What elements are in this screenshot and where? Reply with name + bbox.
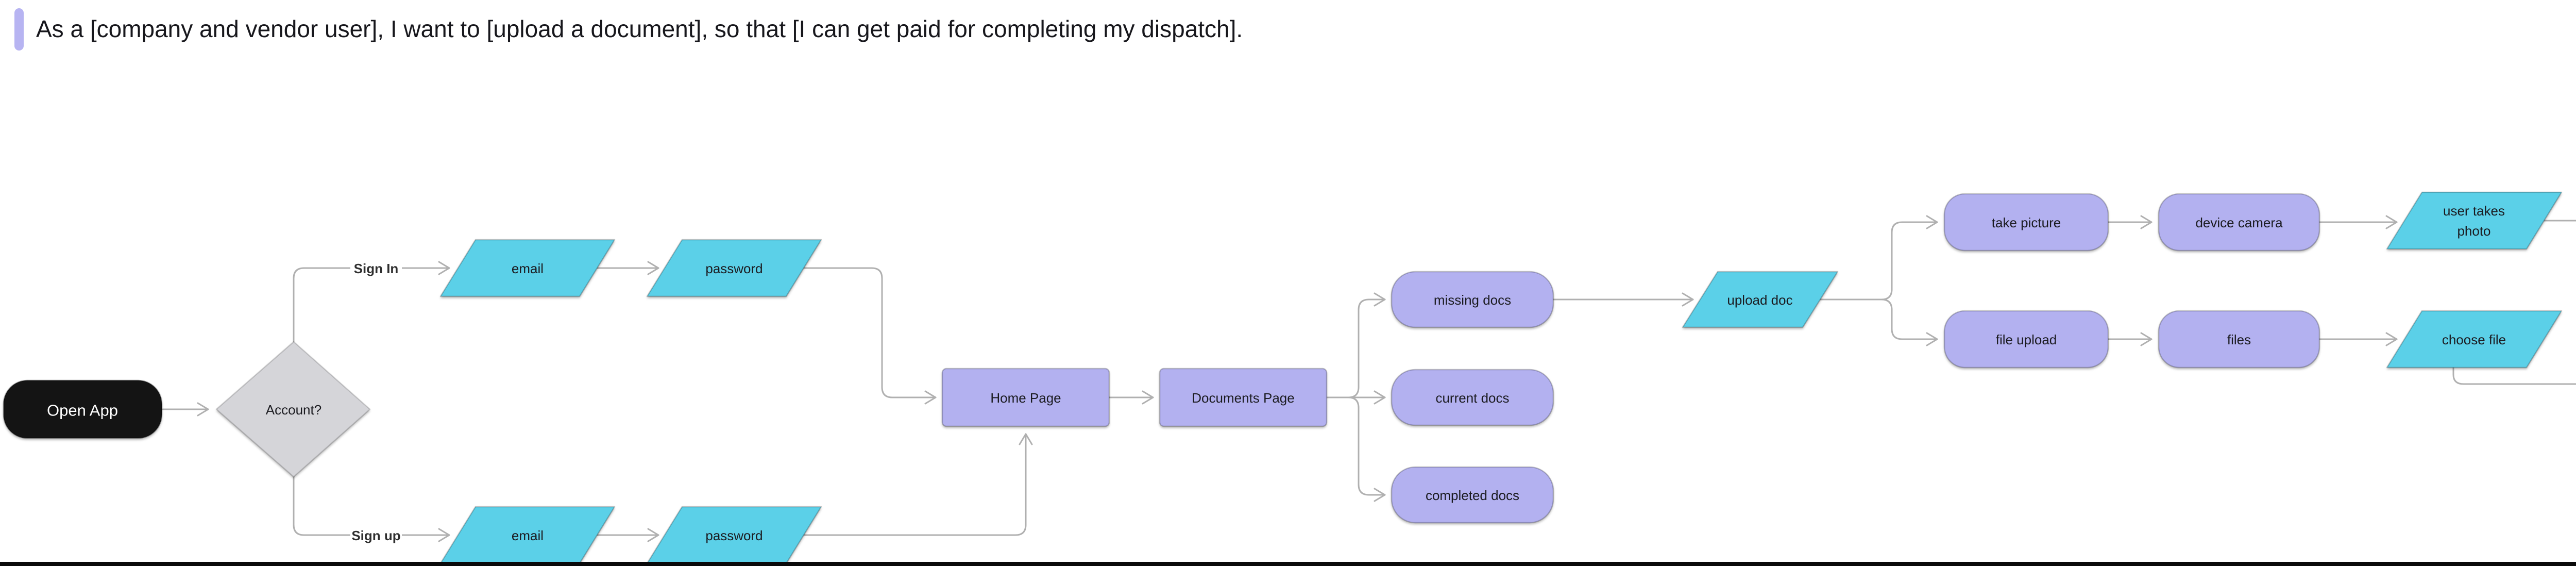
node-upload-doc[interactable]: upload doc: [1682, 271, 1839, 328]
account-diamond[interactable]: [215, 341, 371, 478]
node-label: Account?: [266, 402, 321, 418]
node-signin-password[interactable]: password: [646, 239, 822, 297]
edge-account-to-signin-email: [293, 261, 450, 343]
node-label: upload doc: [1727, 292, 1792, 308]
node-current-docs[interactable]: current docs: [1391, 369, 1554, 426]
edge-choose-file-to-doc-upload: [2452, 367, 2576, 385]
files-pill[interactable]: [2158, 310, 2320, 369]
open-app-pill[interactable]: [3, 379, 163, 439]
node-label: Open App: [47, 402, 118, 420]
story-accent-bar: [14, 8, 24, 51]
edge-signup-password-to-home: [803, 433, 1033, 536]
node-label: Documents Page: [1192, 390, 1294, 406]
node-label: password: [705, 261, 762, 276]
node-missing-docs[interactable]: missing docs: [1391, 271, 1554, 328]
take-picture-pill[interactable]: [1943, 193, 2109, 252]
signin-email-parallelogram[interactable]: [439, 239, 616, 297]
sign-in-label: Sign In: [354, 261, 399, 276]
node-label: photo: [2457, 223, 2490, 239]
node-label: email: [512, 528, 544, 543]
node-signin-email[interactable]: email: [439, 239, 616, 297]
file-upload-pill[interactable]: [1943, 310, 2109, 369]
missing-docs-pill[interactable]: [1391, 271, 1554, 328]
node-completed-docs[interactable]: completed docs: [1391, 466, 1554, 524]
node-device-camera[interactable]: device camera: [2158, 193, 2320, 252]
signin-password-parallelogram[interactable]: [646, 239, 822, 297]
node-signup-email[interactable]: email: [439, 506, 616, 564]
node-file-upload[interactable]: file upload: [1943, 310, 2109, 369]
sign-in-label-backdrop: [350, 259, 402, 277]
node-label: user takes: [2443, 203, 2505, 219]
node-open-app[interactable]: Open App: [3, 379, 163, 439]
node-label: choose file: [2442, 332, 2506, 347]
node-label: Home Page: [990, 390, 1061, 406]
edge-user-takes-photo-to-doc-upload: [2543, 220, 2576, 222]
upload-doc-parallelogram[interactable]: [1682, 271, 1839, 328]
node-account-decision[interactable]: Account?: [215, 341, 371, 478]
node-user-takes-photo[interactable]: user takes photo: [2386, 191, 2563, 250]
node-choose-file[interactable]: choose file: [2386, 310, 2563, 369]
edge-signin-password-to-home: [803, 267, 937, 405]
sign-up-label-backdrop: [350, 526, 402, 544]
edge-upload-doc-to-take-picture: [1819, 215, 1938, 301]
completed-docs-pill[interactable]: [1391, 466, 1554, 524]
node-signup-password[interactable]: password: [646, 506, 822, 564]
home-page-rect[interactable]: [941, 368, 1110, 427]
node-files[interactable]: files: [2158, 310, 2320, 369]
edge-account-to-signup-email: [293, 476, 450, 542]
node-label: missing docs: [1434, 292, 1511, 308]
user-takes-photo-parallelogram[interactable]: [2386, 191, 2563, 250]
node-documents-page[interactable]: Documents Page: [1159, 368, 1328, 427]
node-label: current docs: [1435, 390, 1509, 406]
node-label: take picture: [1992, 215, 2061, 230]
node-label: file upload: [1996, 332, 2057, 347]
choose-file-parallelogram[interactable]: [2386, 310, 2563, 369]
node-home-page[interactable]: Home Page: [941, 368, 1110, 427]
node-label: email: [512, 261, 544, 276]
node-label: files: [2227, 332, 2251, 347]
canvas-bottom-edge: [0, 562, 2576, 566]
edge-label-sign-up: Sign up: [350, 526, 402, 544]
sign-up-label: Sign up: [351, 528, 400, 543]
node-label: device camera: [2195, 215, 2283, 230]
edge-documents-to-completed-docs: [1326, 396, 1386, 502]
node-label: password: [705, 528, 762, 543]
connectors: [162, 215, 2576, 542]
edge-documents-to-missing-docs: [1326, 292, 1386, 398]
documents-page-rect[interactable]: [1159, 368, 1328, 427]
edge-upload-doc-to-file-upload: [1819, 298, 1938, 346]
device-camera-pill[interactable]: [2158, 193, 2320, 252]
user-story-title: As a [company and vendor user], I want t…: [36, 15, 1243, 42]
node-take-picture[interactable]: take picture: [1943, 193, 2109, 252]
current-docs-pill[interactable]: [1391, 369, 1554, 426]
edge-label-sign-in: Sign In: [350, 259, 402, 277]
node-label: completed docs: [1426, 488, 1519, 503]
